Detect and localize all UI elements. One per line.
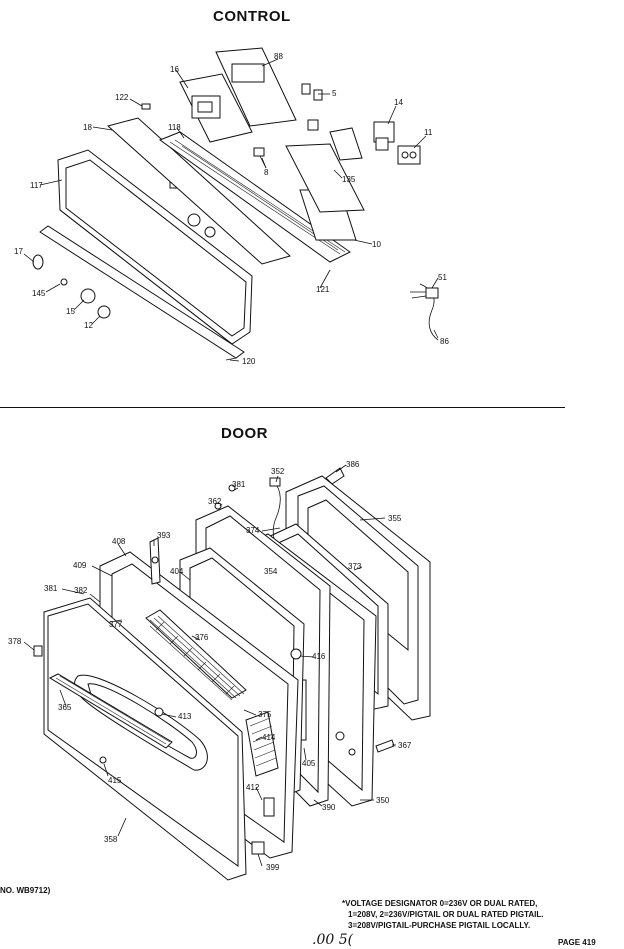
part-415-screw [99,756,107,764]
part-399-foot [251,841,265,855]
part-88-clock-bracket [215,47,297,127]
callout-16: 16 [170,65,179,74]
callout-11: 11 [424,128,433,137]
voltage-note-line2: 1=208V, 2=236V/PIGTAIL OR DUAL RATED PIG… [348,910,544,919]
part-17-knob [32,254,44,270]
door-section-title: DOOR [221,425,268,442]
callout-381: 381 [232,480,246,489]
part-122-clip [141,103,151,110]
part-393-hinge [149,537,161,585]
callout-409: 409 [73,561,87,570]
control-section-title: CONTROL [213,8,291,25]
part-relay [329,127,363,161]
callout-15: 15 [66,307,75,316]
part-11-block [397,145,421,165]
part-135-plate [285,143,365,213]
part-120-trim [39,225,245,359]
handwritten-mark: .00 5( [312,932,354,948]
part-386-screw [325,467,345,485]
callout-358: 358 [104,835,118,844]
callout-10: 10 [372,240,381,249]
callout-415: 415 [108,776,122,785]
callout-399: 399 [266,863,280,872]
part-412-bracket [263,797,275,817]
callout-377: 377 [109,620,123,629]
callout-352: 352 [271,467,285,476]
callout-373: 373 [348,562,362,571]
part-145-screw [60,278,68,286]
callout-393: 393 [157,531,171,540]
part-18-panel [106,117,292,265]
callout-375: 375 [258,710,272,719]
callout-386: 386 [346,460,360,469]
knob-hole [204,226,216,238]
callout-381b: 381 [44,584,58,593]
callout-355: 355 [388,514,402,523]
callout-354: 354 [264,567,278,576]
callout-86: 86 [440,337,449,346]
part-352-connector [269,477,281,487]
part-5-switches [301,83,323,131]
part-378-clip [33,645,43,657]
callout-365: 365 [58,703,72,712]
callout-120: 120 [242,357,256,366]
callout-408: 408 [112,537,126,546]
part-375-vent [145,609,247,701]
callout-135: 135 [342,175,356,184]
callout-405: 405 [302,759,316,768]
callout-404: 404 [170,567,184,576]
callout-122: 122 [115,93,129,102]
part-416-fastener [290,648,302,660]
part-8-lamp [253,147,267,169]
voltage-note-line3: 3=208V/PIGTAIL-PURCHASE PIGTAIL LOCALLY. [348,921,531,930]
model-reference: NO. WB9712) [0,886,51,895]
callout-362: 362 [208,497,222,506]
callout-17: 17 [14,247,23,256]
callout-376: 376 [195,633,209,642]
part-14-switch [373,121,395,151]
part-414-vent-grille [245,711,279,777]
callout-5: 5 [332,89,337,98]
callout-412: 412 [246,783,260,792]
callout-88: 88 [274,52,283,61]
control-leader-lines [23,58,439,362]
callout-374: 374 [246,526,260,535]
part-381-screw [228,484,236,492]
callout-145: 145 [32,289,46,298]
callout-416: 416 [312,652,326,661]
part-413-screw [154,707,164,717]
callout-8: 8 [264,168,269,177]
callout-121: 121 [316,285,330,294]
callout-350: 350 [376,796,390,805]
door-assembly: 386 352 381 362 355 374 393 408 409 373 … [8,460,431,881]
callout-118: 118 [168,123,181,132]
callout-378: 378 [8,637,22,646]
part-365-handle [48,673,173,749]
callout-414: 414 [262,733,276,742]
part-362-washer [214,502,222,510]
voltage-note-line1: *VOLTAGE DESIGNATOR 0=236V OR DUAL RATED… [342,899,538,908]
part-86-pigtail-cord [410,283,439,341]
callout-382: 382 [74,586,88,595]
part-15-knob [80,288,96,304]
callout-51: 51 [438,273,447,282]
part-12-knob [97,305,111,319]
callout-18: 18 [83,123,92,132]
callout-390: 390 [322,803,336,812]
callout-413: 413 [178,712,192,721]
callout-367: 367 [398,741,412,750]
callout-12: 12 [84,321,93,330]
knob-hole [187,213,201,227]
part-367-screw [375,739,395,753]
control-assembly: 88 16 122 5 14 11 18 118 8 135 117 10 17… [14,47,449,366]
section-divider [0,407,565,408]
callout-117: 117 [30,181,43,190]
part-16-timer [179,73,253,143]
door-leader-lines [23,464,396,867]
callout-14: 14 [394,98,403,107]
page-number: PAGE 419 [558,938,596,947]
